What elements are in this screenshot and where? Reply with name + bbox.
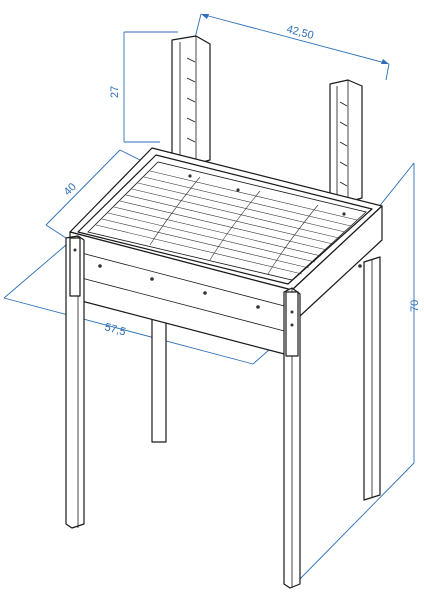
grate-cross-wires xyxy=(149,176,319,275)
back-legs xyxy=(151,256,381,501)
right-upright-slots xyxy=(339,101,348,187)
dim-ext-width-top-right xyxy=(385,63,390,81)
bolt xyxy=(358,264,362,268)
dimension-lines xyxy=(3,13,415,584)
dim-arrow-width-top-right xyxy=(381,59,389,64)
grate-bars xyxy=(95,170,358,275)
firebox xyxy=(69,147,383,357)
dim-label-depth: 40 xyxy=(62,181,79,198)
dim-label-length: 57,5 xyxy=(103,321,127,338)
grill-grate xyxy=(87,161,367,281)
dim-label-width-top: 42,50 xyxy=(285,23,315,42)
front-left-bracket xyxy=(69,237,81,297)
dim-line-length xyxy=(3,297,254,365)
bolt xyxy=(256,305,260,309)
front-legs xyxy=(65,235,301,589)
dim-label-height: 70 xyxy=(409,300,421,312)
grate-frame xyxy=(87,161,367,281)
dim-arrow-width-top-left xyxy=(201,14,209,19)
dim-label-upright-height: 27 xyxy=(109,86,121,98)
dim-ext-width-top-left xyxy=(194,13,202,39)
bolt xyxy=(98,264,102,268)
dim-ext-depth-bottom xyxy=(45,224,67,239)
dim-line-width-top xyxy=(200,13,390,65)
dimension-labels: 42,50 27 40 57,5 70 xyxy=(62,23,421,338)
dim-ext-height-bottom xyxy=(295,462,415,584)
dim-ext-length-left xyxy=(3,244,67,299)
bolt xyxy=(150,277,154,281)
dim-line-depth xyxy=(45,149,121,226)
dim-ext-height-top xyxy=(377,162,415,209)
left-upright-slots xyxy=(186,57,196,143)
dim-ext-depth-top xyxy=(119,149,141,161)
bolt xyxy=(203,291,207,295)
firebox-inner-rim xyxy=(77,154,373,285)
right-upright xyxy=(329,79,363,203)
